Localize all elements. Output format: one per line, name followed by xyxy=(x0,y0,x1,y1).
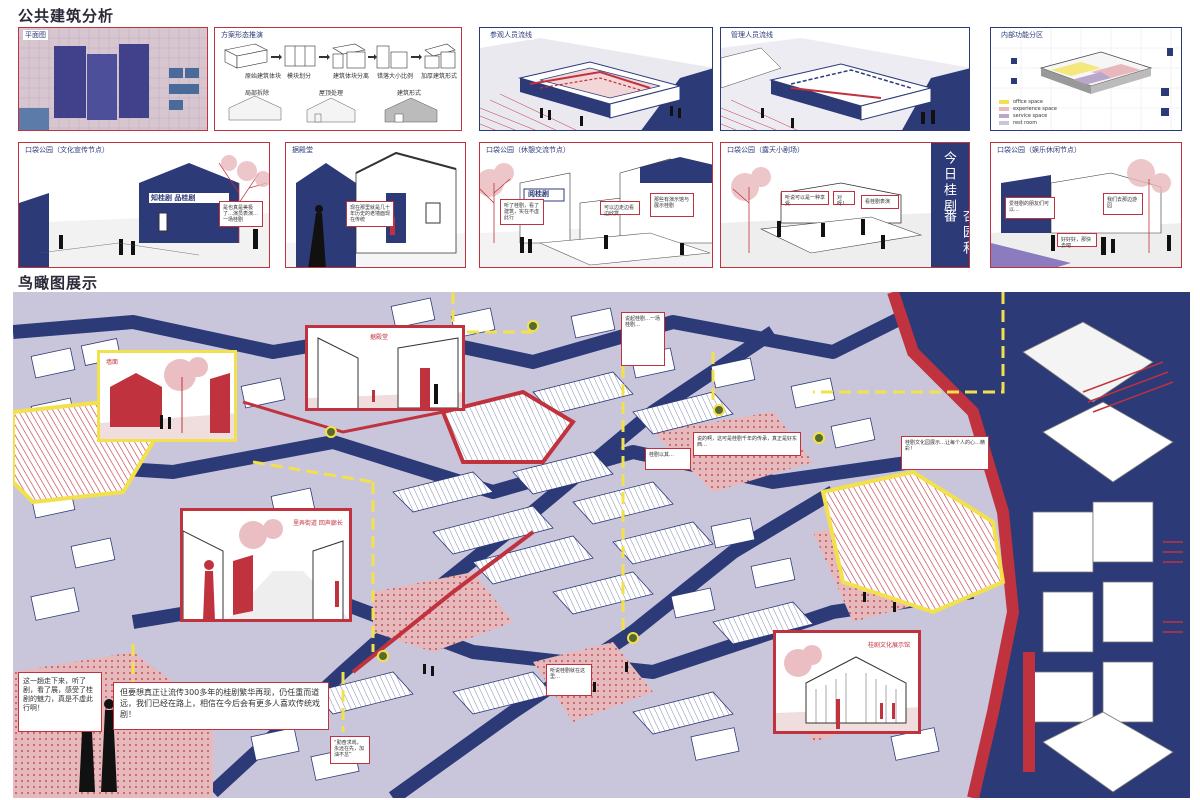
callout-hall-label: 据殿堂 xyxy=(368,331,391,342)
form-derivation-title: 方案形态推演 xyxy=(219,30,265,40)
pocket-park-culture-label: 口袋公园（文化宣传节点） xyxy=(23,145,111,155)
hall-panel: 据殿堂 现在那里就是几十年历史的老墙面现在传统 xyxy=(285,142,466,268)
form-step-5: 加厚建筑形式 xyxy=(421,73,458,80)
staff-flow-panel: 管理人员流线 xyxy=(720,27,970,131)
section-title-public-analysis: 公共建筑分析 xyxy=(18,7,115,25)
pocket-park-rest-bubble-1: 听了桂剧，看了建筑，实在不虚此行 xyxy=(500,199,544,225)
visitor-flow-panel: 参观人员流线 xyxy=(479,27,713,131)
function-zone-panel: 内部功能分区 office space experience space ser… xyxy=(990,27,1182,131)
form-step-1: 原始建筑体块 xyxy=(245,73,282,80)
pocket-park-culture-sign: 知桂剧 品桂剧 xyxy=(151,194,196,202)
callout-wall-label: 墙面 xyxy=(104,356,121,367)
hall-label: 据殿堂 xyxy=(290,145,315,155)
form-step-2: 模块划分 xyxy=(287,73,312,80)
callout-alley-label: 里弄街道 回声廊长 xyxy=(291,517,345,528)
aerial-bubble-small: “勤奋求戏，永远在先，加油不怠” xyxy=(330,736,370,764)
staff-flow-drawing xyxy=(721,28,969,130)
visitor-flow-title: 参观人员流线 xyxy=(488,30,534,40)
callout-alley: 里弄街道 回声廊长 xyxy=(180,508,352,622)
callout-exhibition: 桂剧文化展示馆 xyxy=(773,630,921,734)
theater-vertical-subtitle: 杏园和番 xyxy=(941,209,970,257)
form-sub-2: 屋顶处理 xyxy=(319,90,344,97)
open-air-theater-bubble-2: 对呀！ xyxy=(833,191,855,207)
aerial-bubble-top: 说起桂剧…一场桂剧… xyxy=(621,312,665,366)
pocket-park-rest-panel: 口袋公园（休憩交流节点） 阅桂剧 听了桂剧，看了建筑，实在不虚此行 可以边走边看… xyxy=(479,142,713,268)
legend-office: office space xyxy=(1013,99,1043,105)
hall-bubble: 现在那里就是几十年历史的老墙面现在传统 xyxy=(346,201,394,227)
callout-exhibition-drawing xyxy=(776,633,918,731)
pocket-park-leisure-bubble-2: 我们去那边游园 xyxy=(1103,193,1143,215)
pocket-park-rest-bubble-3: 那些有演示馆与展示桂剧 xyxy=(650,193,694,217)
form-derivation-drawing xyxy=(224,43,456,123)
function-zone-title: 内部功能分区 xyxy=(999,30,1045,40)
pocket-park-culture-bubble: 是也真是美极了…演员表演…一场桂剧 xyxy=(219,201,263,227)
form-step-4: 错落大小比例 xyxy=(377,73,414,80)
open-air-theater-bubble-1: 听说可以是一种享受 xyxy=(781,191,829,207)
callout-hall: 据殿堂 xyxy=(305,325,465,411)
plan-drawing xyxy=(19,28,207,130)
callout-wall-drawing xyxy=(100,353,234,439)
aerial-bubble-left: 这一趟走下来，听了剧，看了展，感受了桂剧的魅力，真是不虚此行啊！ xyxy=(18,672,102,732)
pocket-park-culture-panel: 口袋公园（文化宣传节点） 知桂剧 品桂剧 是也真是美极了…演员表演…一场桂剧 xyxy=(18,142,270,268)
aerial-bubble-main: 但要想真正让流传300多年的桂剧繁华再现，仍任重而道远，我们已经在路上，相信在今… xyxy=(113,682,329,730)
aerial-bubble-mid1: 桂剧以其… xyxy=(645,448,691,470)
callout-exhibition-label: 桂剧文化展示馆 xyxy=(866,639,913,650)
plan-panel: 平面图 xyxy=(18,27,208,131)
pocket-park-leisure-panel: 口袋公园（娱乐休闲节点） 爱桂剧的朋友们可以… 我们去那边游园 好好好，那快去吧 xyxy=(990,142,1182,268)
pocket-park-culture-drawing xyxy=(19,155,269,267)
hall-drawing xyxy=(286,151,465,267)
open-air-theater-bubble-3: 看桂剧表演 xyxy=(861,195,899,209)
pocket-park-leisure-label: 口袋公园（娱乐休闲节点） xyxy=(995,145,1083,155)
legend-service: service space xyxy=(1013,113,1048,119)
form-sub-1: 局部拆除 xyxy=(245,90,270,97)
staff-flow-title: 管理人员流线 xyxy=(729,30,775,40)
plan-label: 平面图 xyxy=(23,30,48,40)
pocket-park-rest-bubble-2: 可以边走边看边欣赏 xyxy=(600,201,640,217)
legend-rest: rest room xyxy=(1013,120,1038,126)
callout-wall: 墙面 xyxy=(97,350,237,442)
theater-vertical-title: 今日桂剧 xyxy=(941,151,956,215)
open-air-theater-label: 口袋公园（露天小剧场） xyxy=(725,145,806,155)
form-step-3: 建筑体块分离 xyxy=(333,73,370,80)
aerial-bubble-bottom: 听说桂剧就在这里… xyxy=(546,664,592,696)
section-title-aerial: 鸟瞰图展示 xyxy=(18,274,99,292)
form-derivation-panel: 方案形态推演 原始建筑体块 模块划分 建筑体块分离 错落大小比例 加厚建筑形式 … xyxy=(214,27,462,131)
aerial-bubble-mid2: 说的啊，这可是桂剧千年的传承，真正是好东西… xyxy=(693,432,801,456)
aerial-bubble-right: 桂剧文化园展示…让每个人的心…精彩！ xyxy=(901,436,989,470)
form-sub-3: 建筑形式 xyxy=(397,90,422,97)
legend-experience: experience space xyxy=(1013,106,1057,112)
callout-alley-drawing xyxy=(183,511,349,619)
function-zone-drawing xyxy=(991,28,1181,130)
visitor-flow-drawing xyxy=(480,28,712,130)
open-air-theater-panel: 口袋公园（露天小剧场） 听说可以是一种享受 对呀！ 看桂剧表演 今日桂剧 杏园和… xyxy=(720,142,970,268)
pocket-park-rest-label: 口袋公园（休憩交流节点） xyxy=(484,145,572,155)
pocket-park-leisure-bubble-1: 爱桂剧的朋友们可以… xyxy=(1005,197,1055,219)
pocket-park-rest-sign: 阅桂剧 xyxy=(528,190,549,198)
pocket-park-leisure-bubble-3: 好好好，那快去吧 xyxy=(1057,233,1097,249)
